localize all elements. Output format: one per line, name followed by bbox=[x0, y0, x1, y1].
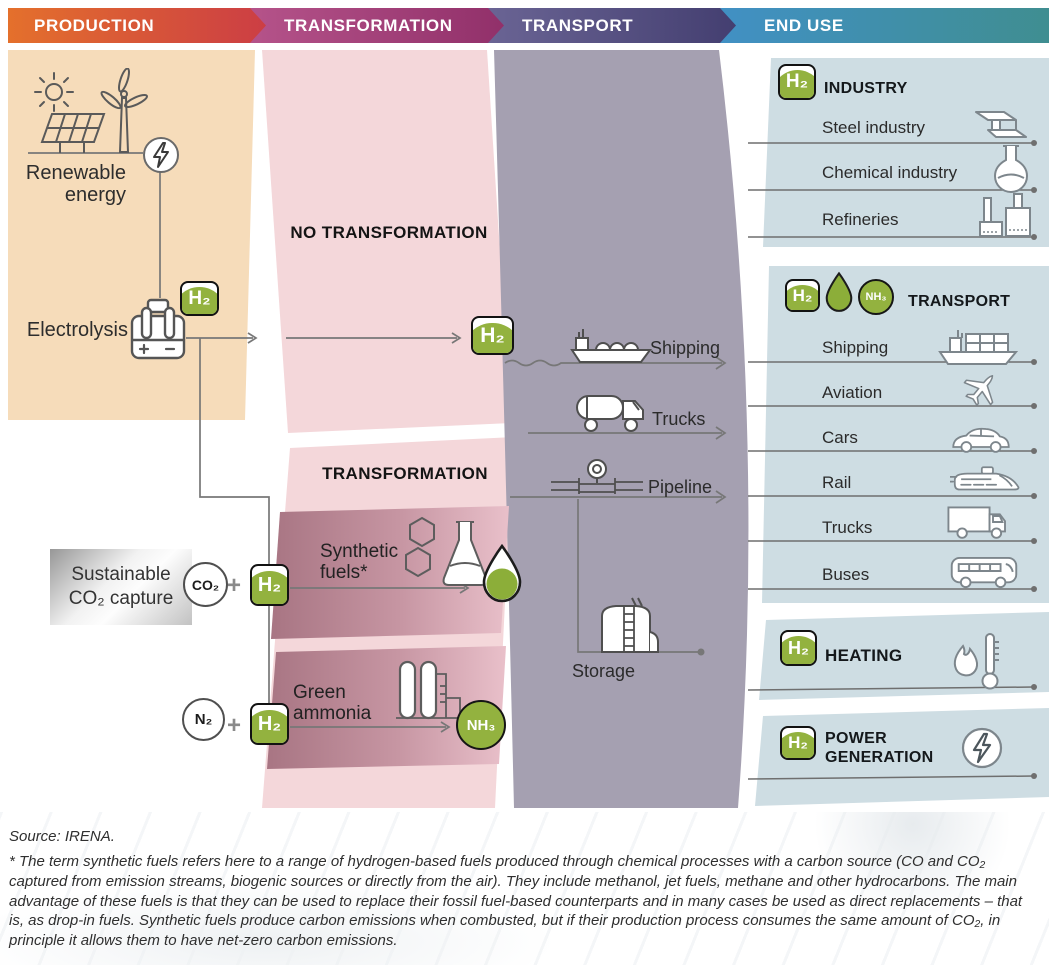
renewable-energy-label: Renewable energy bbox=[25, 162, 126, 207]
droplet-icon-large bbox=[482, 543, 522, 603]
h2-badge-electrolysis: H₂ bbox=[180, 281, 219, 316]
h2-badge-heating: H₂ bbox=[780, 630, 817, 666]
h2-badge-power: H₂ bbox=[780, 726, 816, 760]
transport-storage-label: Storage bbox=[572, 661, 636, 681]
power-generation-icon bbox=[961, 727, 1003, 769]
heating-group-title: HEATING bbox=[825, 646, 903, 665]
box-truck-icon bbox=[947, 506, 1006, 539]
pipeline-icon bbox=[551, 459, 643, 494]
h2-badge-no-transformation: H₂ bbox=[471, 316, 514, 355]
enduse-shipping-label: Shipping bbox=[822, 338, 889, 357]
tank-truck-icon bbox=[576, 395, 644, 432]
tanker-ship-icon bbox=[570, 329, 652, 363]
container-ship-icon bbox=[938, 330, 1019, 365]
wind-turbine-icon bbox=[100, 68, 148, 153]
no-transformation-label: NO TRANSFORMATION bbox=[290, 223, 488, 242]
stage-transport: TRANSPORT bbox=[488, 8, 766, 43]
droplet-icon-small bbox=[825, 271, 853, 312]
train-icon bbox=[950, 466, 1020, 491]
footer-texture bbox=[0, 812, 1049, 965]
steel-industry-label: Steel industry bbox=[822, 118, 925, 137]
stage-transport-label: TRANSPORT bbox=[522, 15, 634, 35]
enduse-transport-group-title: TRANSPORT bbox=[908, 293, 1011, 310]
bus-icon bbox=[950, 556, 1018, 589]
stage-production-label: PRODUCTION bbox=[34, 15, 155, 35]
sun-icon bbox=[34, 72, 74, 112]
stage-end-use-label: END USE bbox=[764, 15, 844, 35]
electrolysis-label: Electrolysis bbox=[26, 319, 128, 341]
h2-badge-enduse-transport: H₂ bbox=[785, 279, 820, 312]
refinery-icon bbox=[979, 193, 1031, 237]
n2-molecule-badge: N₂ bbox=[182, 698, 225, 741]
transport-pipeline-label: Pipeline bbox=[648, 477, 713, 497]
nh3-badge-small: NH₃ bbox=[858, 279, 894, 315]
refineries-label: Refineries bbox=[822, 210, 899, 229]
cars-label: Cars bbox=[822, 428, 858, 447]
green-ammonia-label: Green ammonia bbox=[293, 682, 372, 725]
source-label: Source: IRENA. bbox=[9, 828, 115, 845]
sustainable-co2-capture-box: Sustainable CO₂ capture bbox=[50, 549, 192, 625]
flame-thermometer-icon bbox=[953, 633, 999, 690]
h2-badge-co2-row: H₂ bbox=[250, 564, 289, 606]
h2-badge-industry: H₂ bbox=[778, 64, 816, 100]
aviation-label: Aviation bbox=[822, 383, 883, 402]
rail-label: Rail bbox=[822, 473, 852, 492]
electricity-circle-icon bbox=[143, 137, 179, 173]
stage-production: PRODUCTION bbox=[8, 8, 286, 43]
power-generation-title: POWER GENERATION bbox=[825, 730, 934, 766]
synthetic-fuels-footnote: * The term synthetic fuels refers here t… bbox=[9, 853, 1023, 950]
transformation-label: TRANSFORMATION bbox=[322, 464, 488, 483]
chemical-flask-icon bbox=[993, 145, 1029, 193]
transport-shipping-label: Shipping bbox=[650, 338, 721, 358]
co2-molecule-badge: CO₂ bbox=[183, 562, 228, 607]
car-icon bbox=[952, 427, 1010, 453]
transport-trucks-label: Trucks bbox=[652, 409, 706, 429]
stage-transformation-label: TRANSFORMATION bbox=[284, 15, 453, 35]
solar-panel-icon bbox=[40, 113, 106, 153]
nh3-badge-large: NH₃ bbox=[456, 700, 506, 750]
storage-tank-icon bbox=[601, 597, 659, 653]
enduse-trucks-label: Trucks bbox=[822, 518, 873, 537]
airplane-icon bbox=[963, 375, 994, 406]
plus-sign-n2: + bbox=[227, 712, 242, 739]
industry-group-title: INDUSTRY bbox=[824, 80, 908, 97]
plus-sign-co2: + bbox=[227, 572, 242, 599]
buses-label: Buses bbox=[822, 565, 870, 584]
synthetic-fuels-label: Synthetic fuels* bbox=[320, 541, 399, 584]
ammonia-plant-icon bbox=[396, 660, 464, 720]
stage-transformation: TRANSFORMATION bbox=[250, 8, 534, 43]
stage-end-use: END USE bbox=[720, 8, 1049, 43]
chemical-industry-label: Chemical industry bbox=[822, 163, 958, 182]
steel-beam-icon bbox=[975, 111, 1027, 138]
h2-badge-n2-row: H₂ bbox=[250, 703, 289, 745]
electrolyzer-icon bbox=[130, 298, 186, 360]
